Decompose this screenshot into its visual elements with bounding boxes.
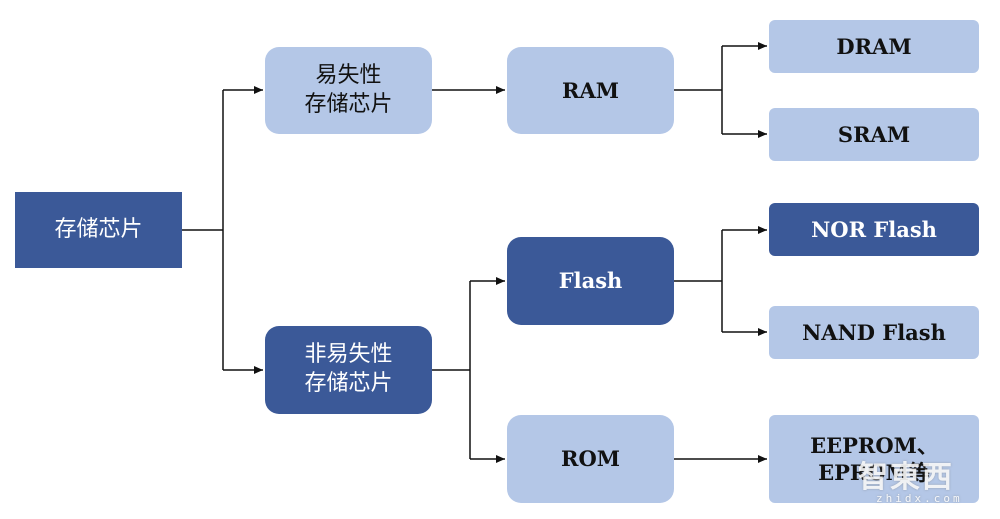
node-nonvolatile-chip-label: 非易失性 存储芯片 xyxy=(304,342,393,396)
node-nor-flash: NOR Flash xyxy=(769,203,979,256)
node-storage-chip-label: 存储芯片 xyxy=(54,216,143,242)
node-volatile-chip-label: 易失性 存储芯片 xyxy=(304,62,393,117)
node-sram: SRAM xyxy=(769,108,979,161)
zhidx-watermark-logo: 智東西 zhidx.com xyxy=(858,452,988,512)
node-ram-label: RAM xyxy=(562,77,619,103)
node-nand-flash-label: NAND Flash xyxy=(802,319,946,345)
node-dram-label: DRAM xyxy=(836,33,912,59)
node-flash-label: Flash xyxy=(558,268,623,294)
watermark-subtext: zhidx.com xyxy=(876,492,963,505)
node-nor-flash-label: NOR Flash xyxy=(811,216,937,242)
node-nonvolatile-chip: 非易失性 存储芯片 xyxy=(265,326,432,414)
node-eeprom-eprom-label: EEPROM、 EPROM等 xyxy=(810,432,938,485)
node-nand-flash: NAND Flash xyxy=(769,306,979,359)
node-dram: DRAM xyxy=(769,20,979,73)
node-rom-label: ROM xyxy=(561,446,620,472)
node-rom: ROM xyxy=(507,415,674,503)
node-ram: RAM xyxy=(507,47,674,134)
node-sram-label: SRAM xyxy=(837,121,911,147)
node-volatile-chip: 易失性 存储芯片 xyxy=(265,47,432,134)
watermark-text: 智東西 xyxy=(858,460,954,495)
node-storage-chip: 存储芯片 xyxy=(15,192,182,268)
node-flash: Flash xyxy=(507,237,674,325)
node-eeprom-eprom: EEPROM、 EPROM等 xyxy=(769,415,979,503)
